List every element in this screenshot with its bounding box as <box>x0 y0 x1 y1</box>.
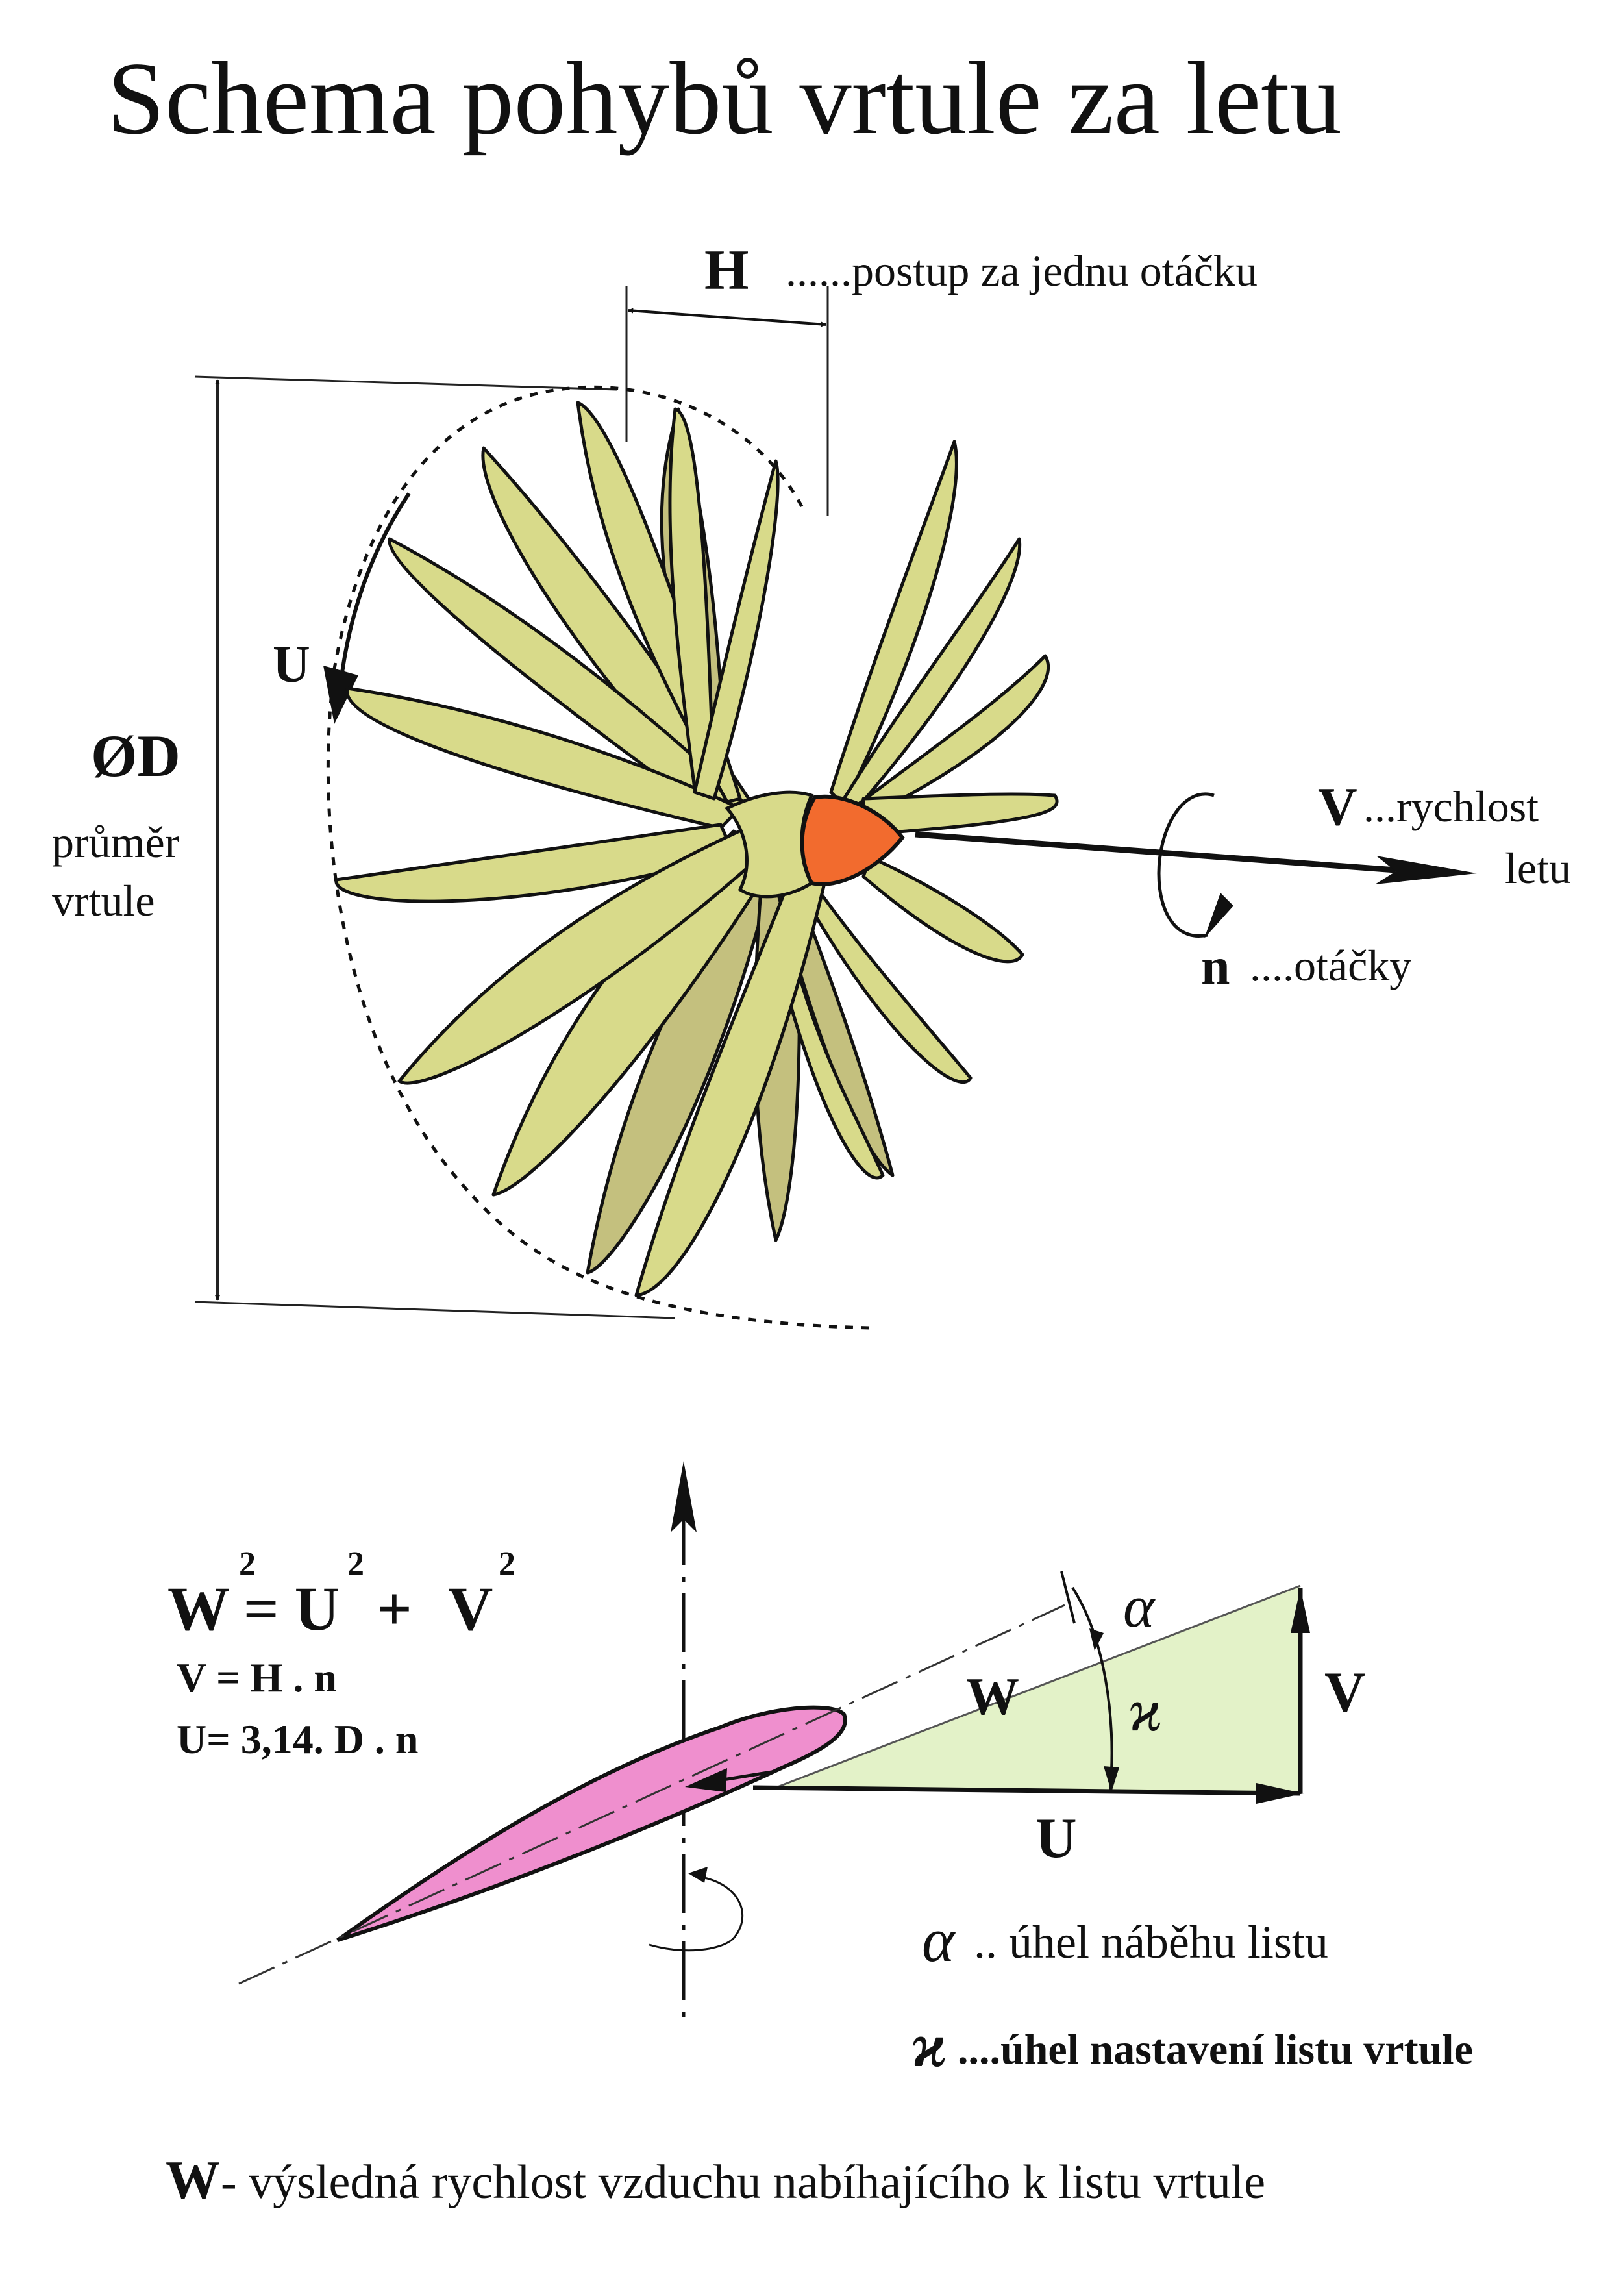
blade <box>668 407 716 797</box>
triangle-u-arrowhead <box>1256 1783 1304 1804</box>
rpm-description: ....otáčky <box>1250 941 1411 990</box>
legend-alpha-text: .. úhel náběhu listu <box>974 1916 1328 1968</box>
spinner <box>800 794 905 886</box>
rotation-n-path <box>1157 792 1215 938</box>
formula-line-3: U= 3,14. D . n <box>177 1716 419 1762</box>
blade <box>861 792 1059 836</box>
rpm-symbol: n <box>1201 938 1230 995</box>
pitch-rotation-mark <box>649 1875 744 1952</box>
velocity-description-2: letu <box>1505 843 1571 893</box>
pitch-symbol: H <box>704 239 749 302</box>
triangle-w-label: W <box>966 1667 1019 1726</box>
pitch-description: ......postup za jednu otáčku <box>786 246 1258 295</box>
formula-plus: + <box>377 1574 412 1643</box>
w-resultant-arrowhead <box>685 1768 727 1792</box>
triangle-w-side <box>775 1584 1301 1789</box>
velocity-symbol: V <box>1318 777 1357 837</box>
vertical-axis-arrowhead <box>671 1461 697 1532</box>
formula-eq-u: = U <box>243 1574 340 1643</box>
helical-path <box>326 385 871 1330</box>
velocity-triangle <box>776 1586 1300 1792</box>
formula-line-2: V = H . n <box>177 1654 337 1701</box>
pitch-dimension: H ......postup za jednu otáčku <box>625 239 1258 516</box>
blade <box>634 855 826 1297</box>
diameter-symbol: ØD <box>91 723 180 789</box>
legend-alpha-symbol: α <box>922 1905 956 1975</box>
formula-w-sq: 2 <box>239 1545 256 1582</box>
flight-velocity-arrowhead <box>1375 856 1477 884</box>
diameter-dimension: ØD průměr vrtule <box>52 375 676 1319</box>
velocity-triangle-figure: W 2 = U 2 + V 2 V = H . n U= 3,14. D . n <box>167 1461 1473 2080</box>
formula-w: W <box>167 1574 230 1643</box>
page-title: Schema pohybů vrtule za letu <box>107 40 1342 156</box>
flight-velocity-line <box>915 831 1396 873</box>
blade <box>693 459 780 801</box>
legend-kappa-symbol: ϰ <box>912 2010 947 2080</box>
diameter-description-2: vrtule <box>52 876 155 925</box>
blade <box>810 888 973 1084</box>
blade <box>861 855 1024 964</box>
rotation-u-arrowhead <box>323 666 358 724</box>
formula-v: V <box>448 1574 493 1643</box>
kappa-arc-arrowhead <box>1104 1766 1119 1792</box>
front-blades <box>334 401 1059 1297</box>
pitch-dimension-line <box>628 308 826 327</box>
formula-v-sq: 2 <box>499 1545 515 1582</box>
triangle-u-side <box>752 1785 1301 1796</box>
triangle-v-arrowhead <box>1291 1588 1310 1633</box>
angle-arc-kappa <box>1071 1586 1113 1793</box>
triangle-v-label: V <box>1324 1661 1366 1724</box>
blade <box>345 686 742 830</box>
rotation-u-symbol: U <box>273 636 310 693</box>
pitch-rotation-arrowhead <box>688 1867 708 1883</box>
alpha-tick <box>1060 1571 1076 1624</box>
blade <box>771 920 885 1180</box>
legend-kappa-text: ....úhel nastavení listu vrtule <box>958 2026 1473 2073</box>
propeller-figure: H ......postup za jednu otáčku ØD průměr… <box>52 239 1571 1330</box>
angle-kappa-label: ϰ <box>1128 1677 1162 1743</box>
formula-u-sq: 2 <box>347 1545 364 1582</box>
blade <box>334 823 736 903</box>
blade <box>397 826 762 1085</box>
footer-text: - výsledná rychlost vzduchu nabíhajícího… <box>221 2156 1265 2209</box>
rotation-n-arrowhead <box>1204 893 1233 938</box>
velocity-description-1: ...rychlost <box>1363 782 1539 831</box>
chord-line <box>238 1604 1065 1985</box>
blade <box>842 537 1022 810</box>
blade <box>388 537 749 823</box>
triangle-u-label: U <box>1035 1807 1077 1870</box>
blade-airfoil <box>336 1705 847 1942</box>
footer-w-symbol: W <box>166 2150 220 2210</box>
diameter-description-1: průměr <box>52 817 180 867</box>
angle-alpha-label: α <box>1123 1573 1156 1640</box>
blade <box>855 654 1050 820</box>
blade <box>829 440 958 807</box>
formulas: W 2 = U 2 + V 2 V = H . n U= 3,14. D . n <box>167 1545 515 1762</box>
kappa-arc-arrowhead-top <box>1089 1628 1104 1651</box>
